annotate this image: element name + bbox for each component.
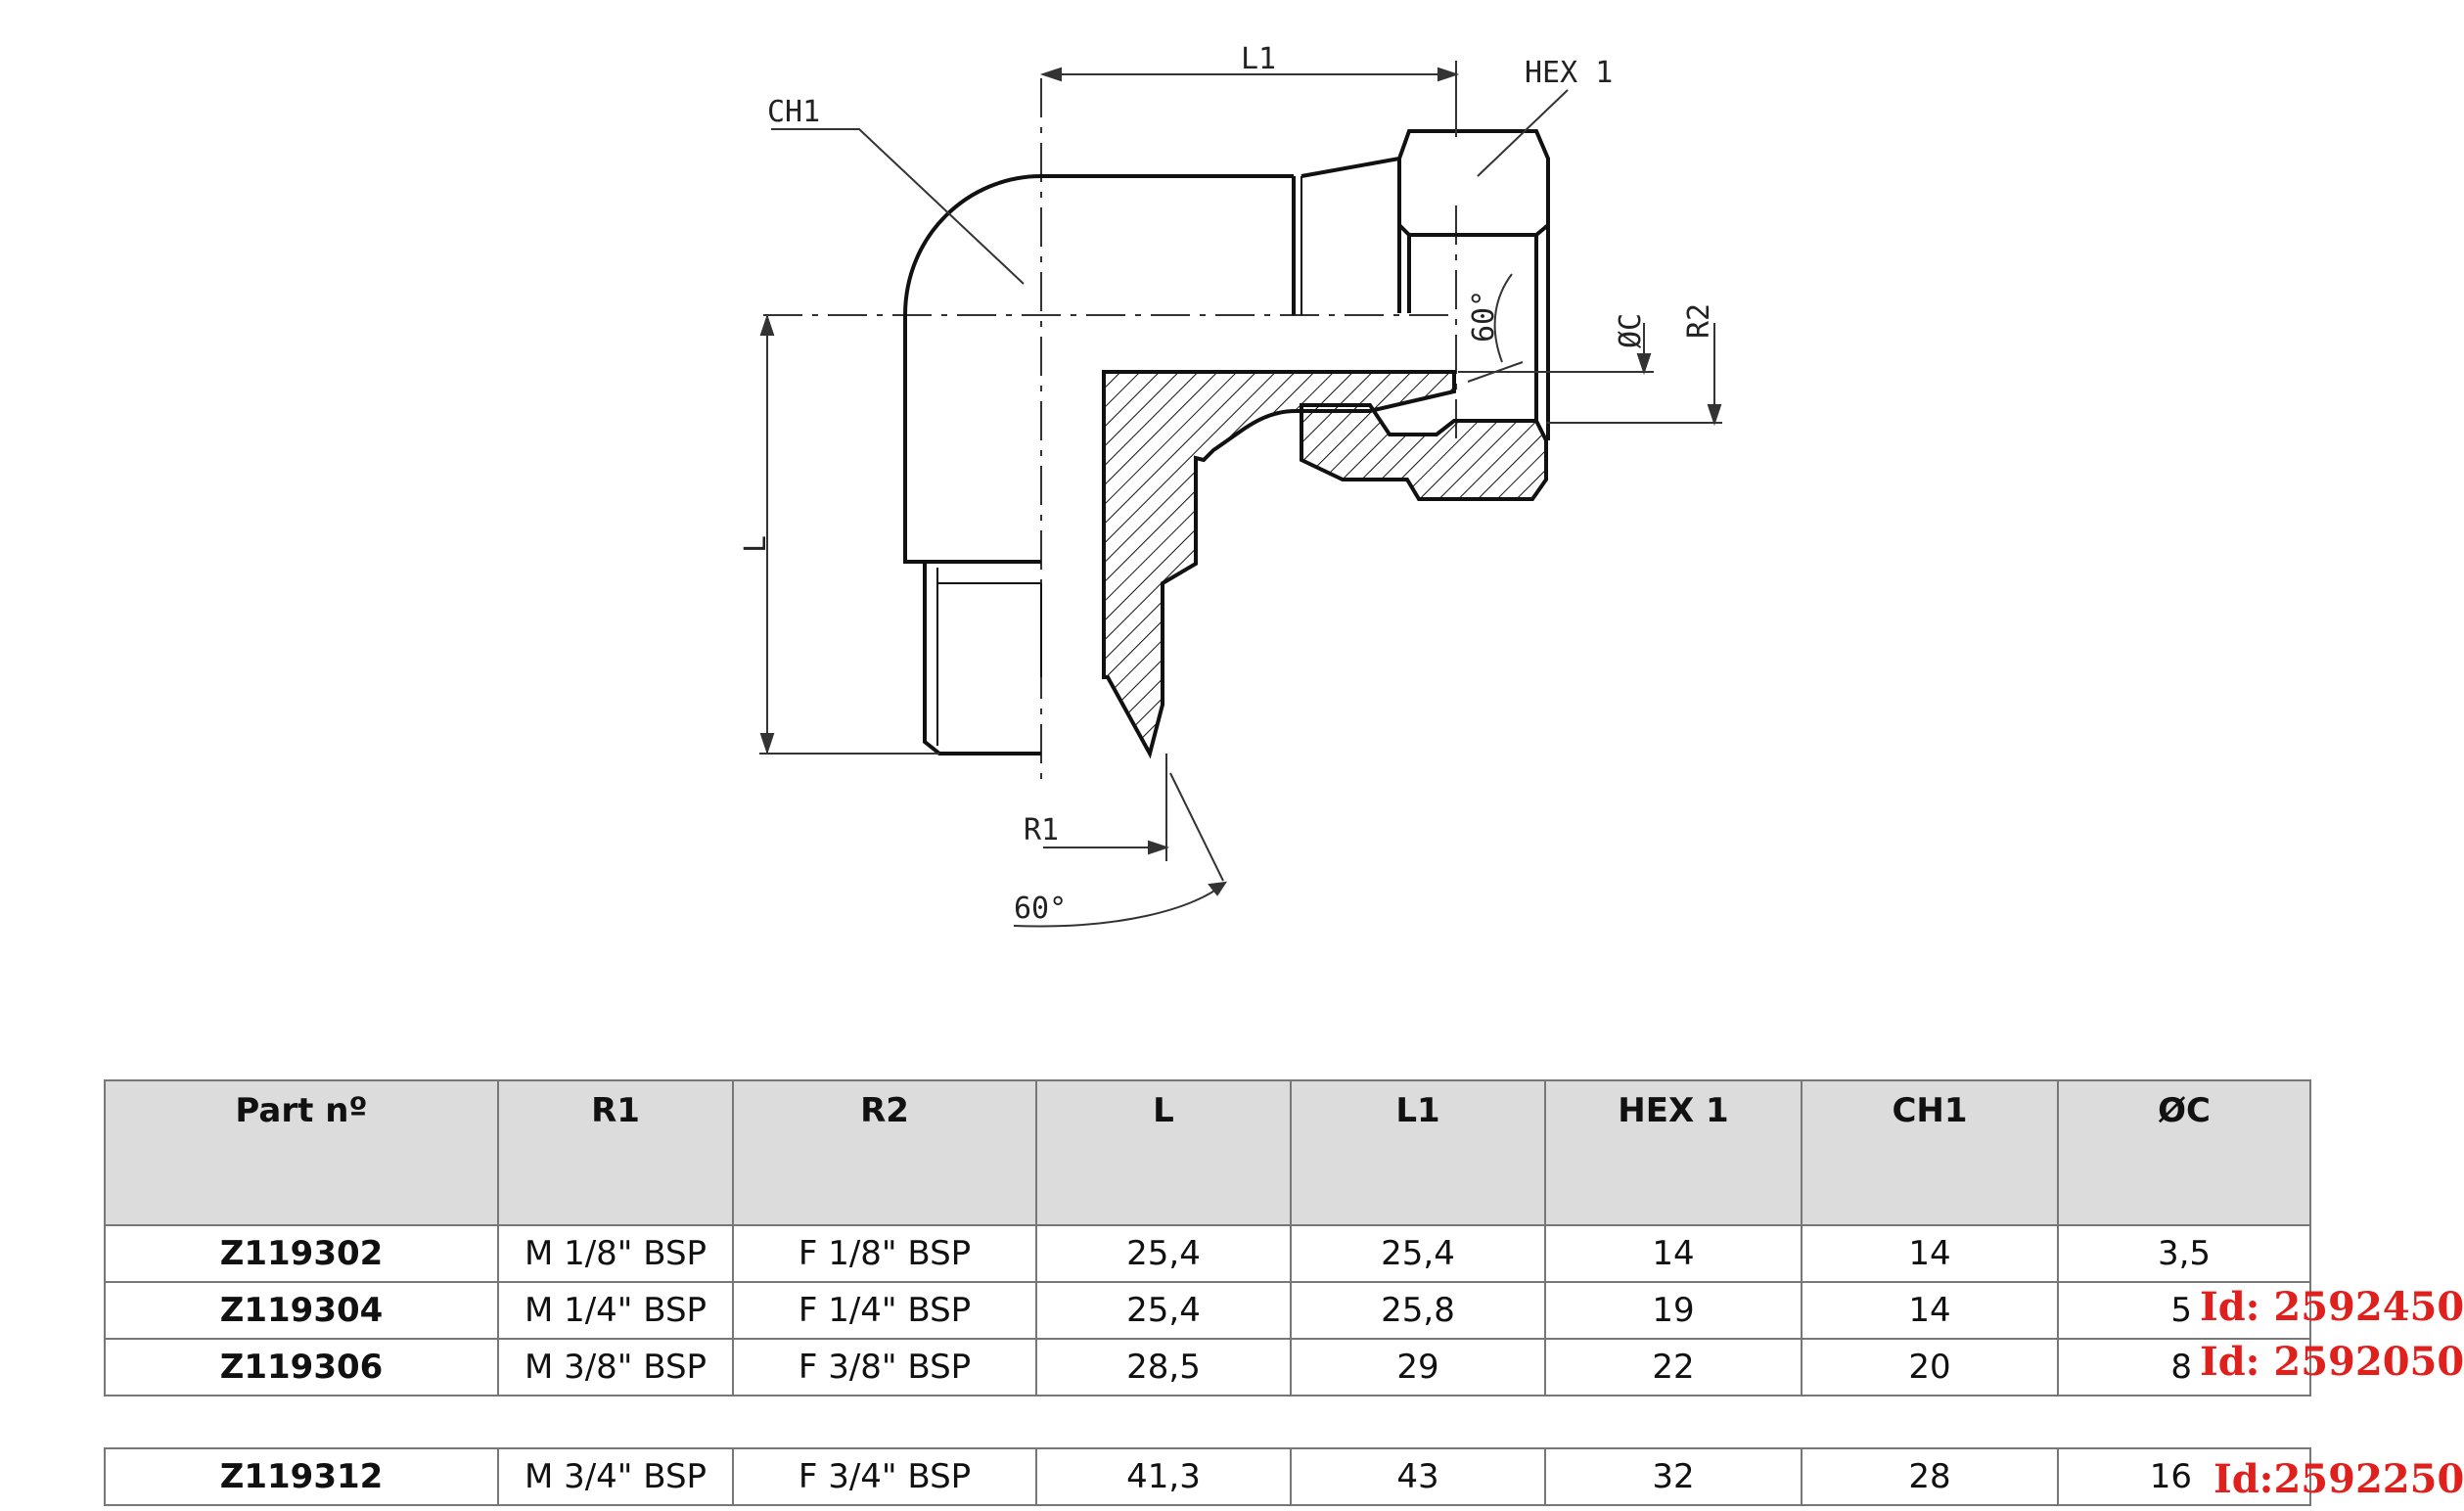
- cell-l: 25,4: [1035, 1224, 1292, 1283]
- cell-part: Z119306: [104, 1338, 499, 1397]
- table-header-row: Part nº R1 R2 L L1 HEX 1 CH1 ØC: [104, 1079, 2311, 1226]
- cell-ch1: 20: [1801, 1338, 2059, 1397]
- label-angle-top: 60°: [1467, 290, 1501, 343]
- label-l: L: [739, 535, 773, 553]
- cell-oc: 8: [2057, 1338, 2311, 1397]
- cell-ch1: 28: [1801, 1447, 2059, 1506]
- cell-l1: 25,8: [1290, 1281, 1546, 1340]
- section-hatch: [1102, 370, 1548, 759]
- cell-l1: 43: [1290, 1447, 1546, 1506]
- table-row: Z119306 M 3/8" BSP F 3/8" BSP 28,5 29 22…: [104, 1338, 2311, 1397]
- cell-r1: M 3/4" BSP: [497, 1447, 734, 1506]
- id-tag: Id: 2592050: [2200, 1339, 2464, 1385]
- cell-ch1: 14: [1801, 1281, 2059, 1340]
- table-row: Z119302 M 1/8" BSP F 1/8" BSP 25,4 25,4 …: [104, 1224, 2311, 1283]
- dimensions-table: Part nº R1 R2 L L1 HEX 1 CH1 ØC Z119302 …: [104, 1079, 2311, 1506]
- header-l1: L1: [1290, 1079, 1546, 1226]
- dimension-lines: [759, 61, 1722, 928]
- label-r1: R1: [1024, 813, 1059, 847]
- cell-oc: 16: [2057, 1447, 2311, 1506]
- cell-l: 41,3: [1035, 1447, 1292, 1506]
- elbow-body: [903, 174, 1302, 756]
- header-ch1: CH1: [1801, 1079, 2059, 1226]
- header-oc: ØC: [2057, 1079, 2311, 1226]
- header-hex1: HEX 1: [1544, 1079, 1802, 1226]
- cell-part: Z119302: [104, 1224, 499, 1283]
- cell-l1: 29: [1290, 1338, 1546, 1397]
- cell-l: 28,5: [1035, 1338, 1292, 1397]
- id-tag: Id:2592250: [2213, 1456, 2464, 1502]
- cell-ch1: 14: [1801, 1224, 2059, 1283]
- cell-hex1: 32: [1544, 1447, 1802, 1506]
- cell-oc: 5: [2057, 1281, 2311, 1340]
- table-row: Z119312 M 3/4" BSP F 3/4" BSP 41,3 43 32…: [104, 1447, 2311, 1506]
- technical-drawing: L1 HEX 1 CH1 L R1 R2 ØC 60° 60°: [739, 42, 1722, 928]
- cell-r2: F 1/4" BSP: [732, 1281, 1037, 1340]
- cell-hex1: 22: [1544, 1338, 1802, 1397]
- cell-r1: M 1/8" BSP: [497, 1224, 734, 1283]
- header-r2: R2: [732, 1079, 1037, 1226]
- label-oc: ØC: [1614, 313, 1648, 348]
- cell-r2: F 3/8" BSP: [732, 1338, 1037, 1397]
- cell-r1: M 3/8" BSP: [497, 1338, 734, 1397]
- hex-nut: [1300, 129, 1550, 440]
- label-hex1: HEX 1: [1525, 56, 1613, 90]
- table-row: Z119304 M 1/4" BSP F 1/4" BSP 25,4 25,8 …: [104, 1281, 2311, 1340]
- header-l: L: [1035, 1079, 1292, 1226]
- cell-r1: M 1/4" BSP: [497, 1281, 734, 1340]
- cell-l1: 25,4: [1290, 1224, 1546, 1283]
- header-r1: R1: [497, 1079, 734, 1226]
- cell-hex1: 14: [1544, 1224, 1802, 1283]
- table-gap-row: [105, 1395, 2310, 1449]
- label-l1: L1: [1241, 42, 1276, 76]
- cell-r2: F 3/4" BSP: [732, 1447, 1037, 1506]
- cell-oc: 3,5: [2057, 1224, 2311, 1283]
- cell-part: Z119312: [104, 1447, 499, 1506]
- cell-l: 25,4: [1035, 1281, 1292, 1340]
- cell-hex1: 19: [1544, 1281, 1802, 1340]
- id-tag: Id: 2592450: [2200, 1284, 2464, 1330]
- label-r2: R2: [1682, 303, 1716, 339]
- label-ch1: CH1: [767, 95, 820, 129]
- cell-r2: F 1/8" BSP: [732, 1224, 1037, 1283]
- header-part-no: Part nº: [104, 1079, 499, 1226]
- label-angle-bottom: 60°: [1014, 892, 1067, 926]
- cell-part: Z119304: [104, 1281, 499, 1340]
